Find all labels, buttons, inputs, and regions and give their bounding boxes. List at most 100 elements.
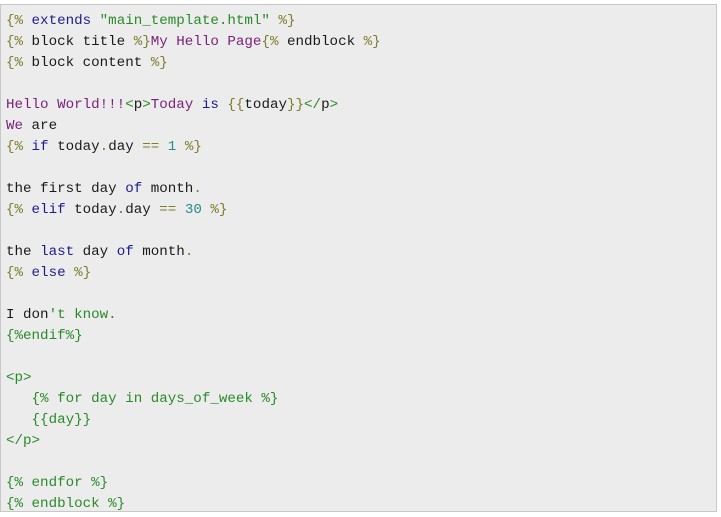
code-token: .: [184, 244, 194, 260]
code-token: today: [244, 97, 287, 113]
code-line: ​: [6, 347, 711, 368]
code-token: >: [329, 97, 339, 113]
code-token: {%: [261, 34, 279, 50]
code-token: %}: [74, 265, 92, 281]
code-token: the first day: [6, 181, 126, 197]
code-token: p: [133, 97, 143, 113]
code-token: %}: [150, 55, 168, 71]
code-line: We are: [6, 116, 711, 137]
code-token: <p>: [6, 370, 32, 386]
code-line: {% for day in days_of_week %}: [6, 389, 711, 410]
code-line: ​: [6, 74, 711, 95]
code-token: of: [125, 181, 143, 197]
code-token: [176, 139, 185, 155]
code-token: ==: [159, 202, 177, 218]
code-line: {% else %}: [6, 263, 711, 284]
code-line: the first day of month.: [6, 179, 711, 200]
code-token: .: [99, 139, 109, 155]
code-token: Today: [150, 97, 194, 113]
code-token: </p>: [6, 433, 41, 449]
code-line: ​: [6, 158, 711, 179]
code-token: of: [116, 244, 134, 260]
code-line: {%endif%}: [6, 326, 711, 347]
code-token: [23, 13, 32, 29]
code-line: ​: [6, 284, 711, 305]
code-token: "main_template.html": [99, 13, 270, 29]
code-token: if: [31, 139, 49, 155]
code-token: 30: [184, 202, 202, 218]
code-token: day: [125, 202, 160, 218]
code-token: {% for day in days_of_week %}: [6, 391, 279, 407]
code-token: {%endif%}: [6, 328, 83, 344]
code-listing[interactable]: {% extends "main_template.html" %}{% blo…: [6, 11, 711, 515]
code-token: extends: [31, 13, 92, 29]
code-token: [193, 97, 202, 113]
code-token: .: [116, 202, 126, 218]
code-token: .: [193, 181, 202, 197]
code-token: ==: [142, 139, 160, 155]
code-token: {%: [6, 139, 24, 155]
code-line: ​: [6, 452, 711, 473]
code-token: day: [74, 244, 117, 260]
code-line: Hello World!!!<p>Today is {{today}}</p>: [6, 95, 711, 116]
code-token: day: [108, 139, 143, 155]
code-token: is: [201, 97, 219, 113]
code-token: >: [142, 97, 151, 113]
code-line: the last day of month.: [6, 242, 711, 263]
code-token: [23, 265, 32, 281]
code-token: %}: [184, 139, 202, 155]
code-token: today: [65, 202, 117, 218]
code-line: ​: [6, 221, 711, 242]
code-line: {{day}}: [6, 410, 711, 431]
code-token: I don: [6, 307, 49, 323]
code-token: the: [6, 244, 41, 260]
code-line: {% endblock %}: [6, 494, 711, 515]
code-token: %}: [278, 13, 296, 29]
code-line: I don't know.: [6, 305, 711, 326]
code-token: [23, 202, 32, 218]
code-line: </p>: [6, 431, 711, 452]
code-token: month: [133, 244, 185, 260]
code-token: }}: [287, 97, 305, 113]
code-line: {% endfor %}: [6, 473, 711, 494]
code-token: %}: [210, 202, 228, 218]
code-token: [159, 139, 168, 155]
code-token: 't know.: [48, 307, 117, 323]
code-token: Hello World!!!: [6, 97, 126, 113]
code-token: elif: [31, 202, 66, 218]
code-token: <: [125, 97, 134, 113]
code-token: p: [321, 97, 330, 113]
code-token: [66, 265, 75, 281]
code-token: block title: [23, 34, 134, 50]
code-token: endblock: [278, 34, 364, 50]
code-token: month: [142, 181, 194, 197]
code-token: %}: [133, 34, 151, 50]
code-token: [23, 139, 32, 155]
code-token: 1: [167, 139, 177, 155]
code-token: {% endblock %}: [6, 496, 126, 512]
code-token: %}: [363, 34, 381, 50]
code-token: [176, 202, 185, 218]
code-token: {%: [6, 202, 24, 218]
code-line: {% extends "main_template.html" %}: [6, 11, 711, 32]
code-token: else: [31, 265, 66, 281]
code-token: block content: [23, 55, 151, 71]
code-block: {% extends "main_template.html" %}{% blo…: [0, 4, 717, 512]
code-token: My Hello Page: [150, 34, 262, 50]
code-token: last: [40, 244, 75, 260]
code-line: {% block title %}My Hello Page{% endbloc…: [6, 32, 711, 53]
code-token: {% endfor %}: [6, 475, 109, 491]
code-line: <p>: [6, 368, 711, 389]
code-token: {%: [6, 13, 24, 29]
code-token: We: [6, 118, 24, 134]
code-token: [91, 13, 100, 29]
code-line: {% if today.day == 1 %}: [6, 137, 711, 158]
code-line: {% block content %}: [6, 53, 711, 74]
code-line: {% elif today.day == 30 %}: [6, 200, 711, 221]
code-token: {%: [6, 34, 24, 50]
code-token: {{: [227, 97, 245, 113]
code-token: {%: [6, 265, 24, 281]
code-token: {{day}}: [6, 412, 92, 428]
code-token: </: [304, 97, 322, 113]
code-token: {%: [6, 55, 24, 71]
